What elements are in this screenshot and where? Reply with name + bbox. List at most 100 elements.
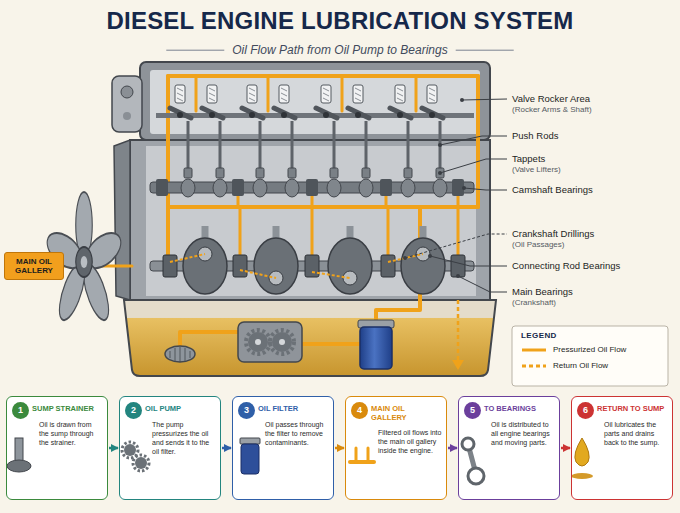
flow-arrow — [561, 447, 570, 450]
subtitle-rule — [456, 50, 514, 51]
conrod-icon — [462, 438, 474, 450]
pressurized-oil-line — [180, 332, 238, 346]
rocker-shaft — [156, 113, 474, 118]
diagram-title: DIESEL ENGINE LUBRICATION SYSTEM — [107, 8, 574, 34]
subtitle-rule — [166, 50, 224, 51]
oil-pan — [124, 300, 496, 376]
step-number: 2 — [131, 406, 136, 415]
step-card-background — [232, 396, 334, 500]
oil-pan — [124, 300, 496, 376]
legend-box — [512, 326, 668, 386]
camshaft — [253, 121, 267, 197]
oil-pump — [246, 330, 270, 354]
camshaft — [380, 179, 392, 196]
leader-line — [458, 276, 507, 292]
oil-filter — [360, 327, 392, 369]
legend-text: Return Oil Flow — [553, 361, 608, 371]
part-label: (Oil Passages) — [512, 240, 564, 250]
legend-sample — [521, 362, 547, 370]
oil-pump — [272, 332, 292, 352]
leader-dot — [403, 98, 466, 278]
leader-line — [464, 188, 507, 190]
part-label: Connecting Rod Bearings — [512, 260, 620, 271]
radiator-fan — [79, 256, 114, 327]
return-oil-line — [457, 300, 460, 360]
camshaft — [306, 179, 318, 196]
part-label: (Crankshaft) — [512, 298, 556, 308]
step-description: Oil lubricates the parts and drains back… — [604, 420, 668, 447]
part-label: (Valve Lifters) — [512, 165, 561, 175]
leader-dot — [438, 143, 442, 147]
crankshaft — [254, 238, 298, 294]
pump-icon — [122, 442, 149, 471]
pressurized-oil-line — [476, 76, 480, 207]
gallery-icon — [350, 460, 374, 464]
step-card-background — [6, 396, 108, 500]
step-box: RETURN TO SUMPOil lubricates the parts a… — [571, 396, 673, 500]
part-label: Main Bearings — [512, 286, 573, 297]
oil-drop-icon — [575, 438, 589, 466]
pump-icon — [135, 457, 147, 469]
camshaft — [327, 121, 341, 197]
step-box: SUMP STRAINEROil is drawn from the sump … — [6, 396, 108, 500]
part-label: Camshaft Bearings — [512, 184, 593, 195]
engine-block — [114, 140, 130, 300]
crankshaft — [343, 271, 357, 285]
step-number-circle: 3 — [238, 402, 255, 419]
leader-line — [440, 159, 507, 173]
engine-block — [121, 86, 133, 98]
strainer-icon — [15, 438, 23, 462]
oil-filter — [358, 320, 394, 369]
rocker-shaft — [202, 85, 223, 118]
oil-drop-icon — [571, 438, 593, 479]
step-heading: OIL PUMP — [145, 405, 216, 414]
part-label: Valve Rocker Area — [512, 93, 590, 104]
strainer-icon — [7, 438, 31, 472]
oil-pump — [255, 339, 261, 345]
diagram-subtitle: Oil Flow Path from Oil Pump to Bearings — [232, 43, 447, 57]
oil-pump — [238, 322, 302, 362]
pressurized-oil-line — [238, 196, 458, 207]
camshaft — [156, 179, 168, 196]
oil-pump — [238, 322, 302, 362]
pressurized-oil-line — [168, 74, 478, 78]
leader-dot — [403, 256, 407, 260]
conrod-icon — [468, 468, 484, 484]
leader-line — [405, 99, 507, 292]
part-label: Tappets — [512, 153, 545, 164]
pressurized-oil-line — [64, 76, 478, 346]
step-number: 4 — [357, 406, 362, 415]
crankshaft-drilling — [388, 254, 423, 262]
camshaft — [401, 121, 415, 197]
crankshaft-drilling — [240, 270, 276, 278]
engine-block — [130, 140, 490, 300]
rocker-shaft — [348, 85, 369, 118]
legend-line-sample — [522, 348, 546, 351]
gallery-icon — [356, 448, 368, 462]
step-description: Oil is distributed to all engine bearing… — [491, 420, 555, 447]
step-description: Oil passes through the filter to remove … — [265, 420, 329, 447]
step-number-circle: 1 — [12, 402, 29, 419]
pressurized-oil-line — [168, 205, 478, 209]
step-number-circle: 5 — [464, 402, 481, 419]
crankshaft — [183, 238, 227, 294]
pressurized-oil-line — [302, 342, 360, 346]
legend-sample — [521, 346, 547, 354]
cylinder-head — [140, 62, 490, 140]
radiator-fan — [81, 256, 88, 268]
rocker-shaft — [242, 85, 263, 118]
pressurized-oil-line — [196, 76, 416, 111]
oil-pump — [270, 330, 294, 354]
leader-line — [430, 256, 507, 266]
legend-box — [512, 326, 668, 386]
gallery-label: MAIN OIL GALLERY — [10, 257, 58, 275]
step-number: 3 — [244, 406, 249, 415]
sump-strainer — [170, 347, 190, 362]
return-oil-line — [452, 360, 464, 370]
engine-block — [112, 76, 490, 300]
engine-block — [123, 112, 131, 120]
